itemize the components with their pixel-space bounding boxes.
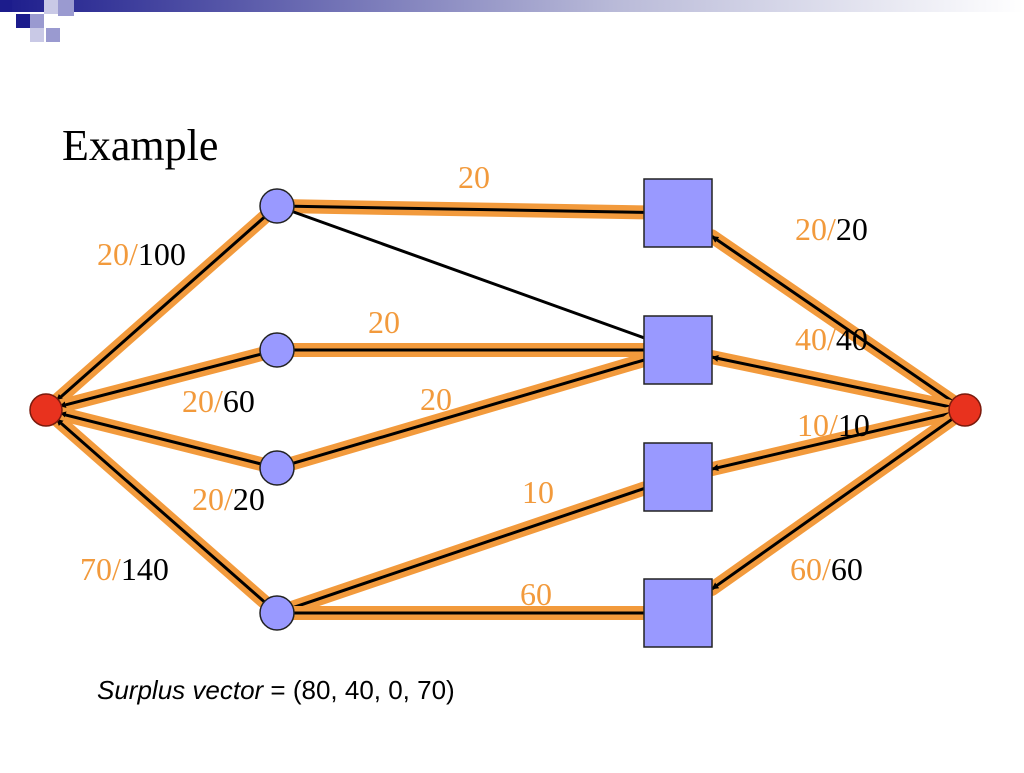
edge-l4-r3 bbox=[292, 487, 645, 609]
flow-value: 10/ bbox=[797, 407, 838, 443]
flow-value: 40/ bbox=[795, 321, 836, 357]
flow-value: 60 bbox=[520, 576, 552, 612]
capacity-value: 20 bbox=[233, 481, 265, 517]
surplus-label: Surplus vector bbox=[97, 675, 264, 705]
edge-label-sink-r3: 10/10 bbox=[797, 407, 870, 443]
capacity-value: 20 bbox=[836, 211, 868, 247]
edge-label-l1-r1: 20 bbox=[458, 159, 490, 195]
right-node-r3 bbox=[643, 442, 713, 512]
edge-sink-r2 bbox=[711, 354, 952, 409]
edge-label-l2-src: 20/60 bbox=[182, 383, 255, 419]
left-node-l1 bbox=[259, 188, 295, 224]
edge-l1-src bbox=[55, 216, 266, 402]
right-node-r2 bbox=[643, 315, 713, 385]
flow-value: 20 bbox=[368, 304, 400, 340]
edge-label-sink-r1: 20/20 bbox=[795, 211, 868, 247]
flow-value: 20 bbox=[420, 381, 452, 417]
capacity-value: 10 bbox=[838, 407, 870, 443]
capacity-value: 40 bbox=[836, 321, 868, 357]
flow-value: 20/ bbox=[97, 236, 138, 272]
left-node-l4 bbox=[259, 595, 295, 631]
surplus-vector-text: Surplus vector = (80, 40, 0, 70) bbox=[97, 675, 455, 706]
nodes-layer bbox=[29, 178, 982, 648]
flow-value: 70/ bbox=[80, 551, 121, 587]
edge-label-l1-src: 20/100 bbox=[97, 236, 186, 272]
edge-sink-r4 bbox=[711, 416, 955, 591]
flow-value: 10 bbox=[522, 474, 554, 510]
flow-value: 20/ bbox=[192, 481, 233, 517]
edge-sink-r3 bbox=[711, 411, 952, 472]
capacity-value: 140 bbox=[121, 551, 169, 587]
right-node-r4 bbox=[643, 578, 713, 648]
edge-label-sink-r2: 40/40 bbox=[795, 321, 868, 357]
flow-value: 20/ bbox=[182, 383, 223, 419]
surplus-equals: = bbox=[263, 675, 293, 705]
edge-l4-src bbox=[55, 418, 266, 603]
edge-l1-r1 bbox=[293, 204, 645, 214]
edges-layer bbox=[49, 199, 961, 620]
edge-label-l4-src: 70/140 bbox=[80, 551, 169, 587]
edge-label-l3-src: 20/20 bbox=[192, 481, 265, 517]
capacity-value: 100 bbox=[138, 236, 186, 272]
header-decoration bbox=[0, 0, 1024, 42]
source-node bbox=[29, 393, 63, 427]
edge-l3-src bbox=[58, 411, 261, 466]
edge-label-sink-r4: 60/60 bbox=[790, 551, 863, 587]
edge-l3-r2 bbox=[292, 358, 645, 465]
edge-l1-r2 bbox=[292, 210, 645, 340]
edge-l2-src bbox=[58, 352, 261, 409]
edge-label-l2-r2: 20 bbox=[368, 304, 400, 340]
page-title: Example bbox=[62, 121, 219, 170]
sink-node bbox=[948, 393, 982, 427]
left-node-l2 bbox=[259, 332, 295, 368]
surplus-value: (80, 40, 0, 70) bbox=[292, 675, 455, 705]
labels-layer: 20/10020/6020/2070/140202020106020/2040/… bbox=[80, 159, 870, 612]
edge-label-l4-r4: 60 bbox=[520, 576, 552, 612]
left-node-l3 bbox=[259, 450, 295, 486]
flow-value: 20 bbox=[458, 159, 490, 195]
right-node-r1 bbox=[643, 178, 713, 248]
flow-value: 60/ bbox=[790, 551, 831, 587]
capacity-value: 60 bbox=[831, 551, 863, 587]
edge-label-l4-r3: 10 bbox=[522, 474, 554, 510]
edge-label-l3-r2: 20 bbox=[420, 381, 452, 417]
flow-value: 20/ bbox=[795, 211, 836, 247]
capacity-value: 60 bbox=[223, 383, 255, 419]
edge-sink-r1 bbox=[711, 235, 955, 404]
